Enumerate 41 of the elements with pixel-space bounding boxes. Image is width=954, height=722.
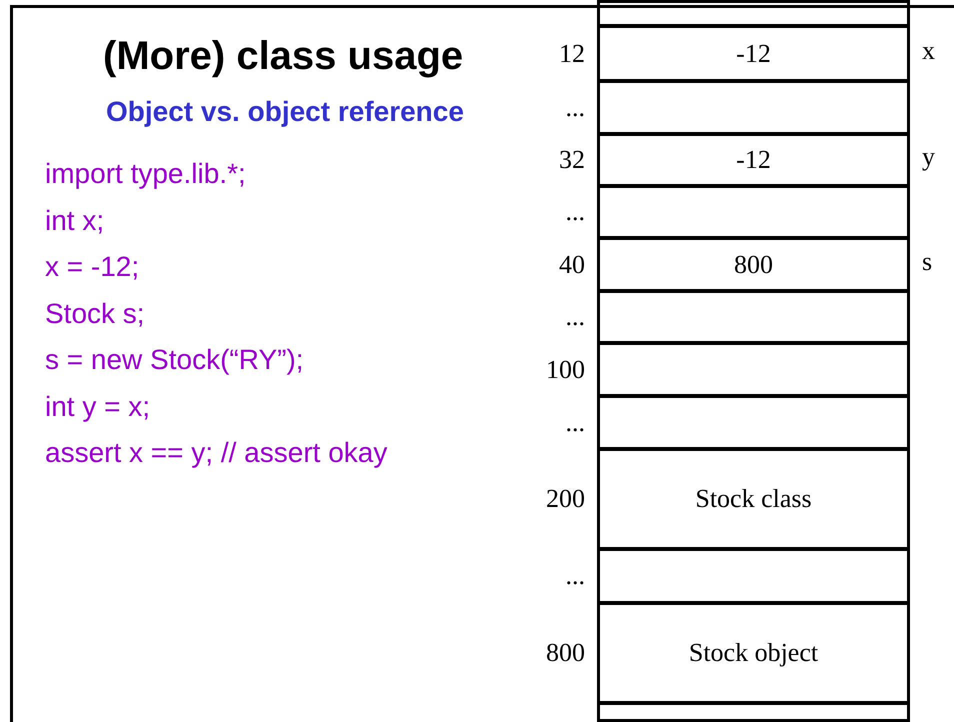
memory-cell — [597, 702, 910, 722]
variable-name: s — [922, 246, 932, 276]
code-line: import type.lib.*; — [45, 158, 246, 190]
memory-cell — [597, 602, 910, 704]
memory-cell — [597, 25, 910, 82]
address-label: ... — [564, 92, 585, 122]
address-label: ... — [564, 408, 585, 438]
address-label: 100 — [545, 354, 585, 384]
cell-value: Stock class — [695, 484, 812, 514]
address-label: 800 — [545, 638, 585, 668]
memory-cell — [597, 395, 910, 450]
address-label: 32 — [558, 145, 585, 175]
cell-value: -12 — [736, 38, 771, 68]
subtitle: Object vs. object reference — [106, 96, 464, 128]
cell-value: 800 — [734, 250, 773, 280]
variable-name: x — [922, 36, 935, 66]
cell-value: -12 — [736, 145, 771, 175]
code-line: int x; — [45, 204, 104, 236]
memory-cell — [597, 80, 910, 135]
memory-cell — [597, 448, 910, 550]
slide-title: (More) class usage — [103, 34, 464, 79]
memory-cell — [597, 133, 910, 187]
address-label: 12 — [558, 38, 585, 68]
address-label: ... — [564, 561, 585, 591]
memory-cell — [597, 290, 910, 344]
address-label: ... — [564, 197, 585, 227]
memory-cell — [597, 342, 910, 397]
code-line: s = new Stock(“RY”); — [45, 344, 304, 376]
memory-cell — [597, 185, 910, 239]
code-line: x = -12; — [45, 251, 140, 283]
address-label: 40 — [558, 250, 585, 280]
code-line: Stock s; — [45, 298, 145, 330]
address-label: 200 — [545, 484, 585, 514]
memory-cell — [597, 237, 910, 292]
cell-value: Stock object — [688, 638, 818, 668]
variable-name: y — [922, 142, 935, 172]
address-label: ... — [564, 302, 585, 332]
code-line: int y = x; — [45, 390, 150, 422]
code-line: assert x == y; // assert okay — [45, 437, 388, 469]
memory-cell — [597, 0, 910, 27]
memory-cell — [597, 548, 910, 604]
